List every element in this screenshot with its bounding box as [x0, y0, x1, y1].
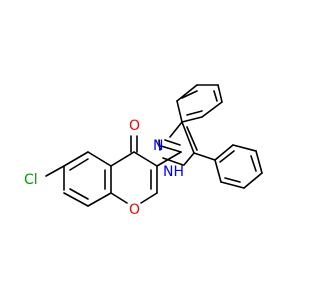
- carbonyl-oxygen-label: O: [129, 118, 140, 134]
- bond: [224, 177, 241, 183]
- upper-phenyl-ring: [176, 84, 223, 123]
- bond: [63, 151, 89, 167]
- bond: [217, 84, 223, 103]
- bond: [214, 144, 234, 161]
- bond: [176, 84, 198, 102]
- bond: [255, 150, 263, 174]
- bond: [181, 116, 203, 123]
- bond: [181, 90, 198, 99]
- bond: [110, 151, 135, 167]
- imine-nitrogen-label: N: [153, 138, 163, 154]
- bond: [45, 165, 65, 177]
- bond: [63, 192, 89, 207]
- bond: [214, 159, 222, 183]
- bond: [87, 151, 112, 167]
- bond: [243, 172, 263, 189]
- bond: [186, 126, 198, 151]
- bond: [140, 192, 158, 204]
- bond: [201, 101, 223, 118]
- bond: [162, 157, 184, 166]
- amine-nitrogen-label: NH: [163, 164, 184, 180]
- ring-oxygen-label: O: [129, 202, 140, 218]
- bond: [160, 145, 182, 153]
- bond: [158, 139, 161, 151]
- benzo-ring: [45, 151, 112, 207]
- bond: [193, 152, 216, 161]
- pyranone-ring: [110, 135, 158, 204]
- bond: [110, 192, 128, 204]
- molecule-structure: Cl O O N NH: [24, 84, 263, 218]
- bond: [219, 150, 235, 163]
- bond: [183, 152, 195, 166]
- bond: [156, 151, 182, 167]
- bond: [87, 192, 112, 207]
- bond: [186, 110, 203, 116]
- bond: [220, 181, 245, 189]
- structure-canvas: Cl O O N NH: [24, 84, 263, 218]
- chlorine-label: Cl: [24, 172, 38, 188]
- bond: [213, 90, 218, 102]
- bond: [250, 155, 257, 172]
- bond: [164, 139, 181, 146]
- imidazole-ring: [158, 121, 198, 166]
- bond: [69, 188, 89, 200]
- bond: [69, 158, 89, 171]
- bond: [176, 100, 183, 123]
- bond: [232, 144, 257, 152]
- bond: [133, 151, 158, 167]
- right-phenyl-ring: [193, 144, 263, 189]
- bond: [169, 121, 183, 138]
- bond: [181, 121, 195, 154]
